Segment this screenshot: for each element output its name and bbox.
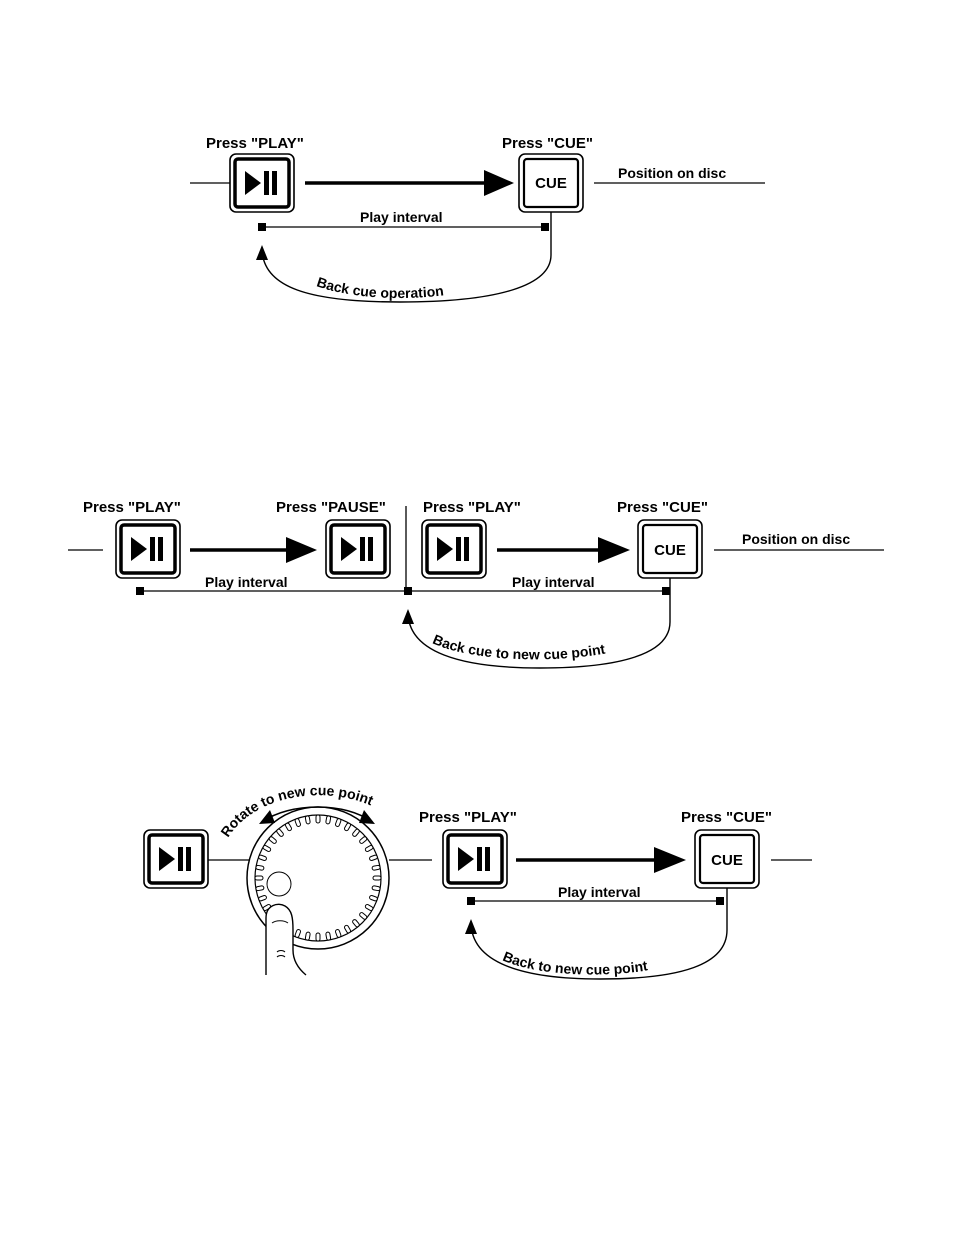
label-press-cue: Press "CUE" <box>617 499 708 516</box>
diagram-3: Rotate to new cue point Press "PLAY" Pre… <box>144 782 812 979</box>
label-press-play: Press "PLAY" <box>206 135 304 152</box>
cue-button-label: CUE <box>711 852 743 869</box>
label-press-play-1: Press "PLAY" <box>83 499 181 516</box>
label-back-cue: Back to new cue point <box>501 948 649 978</box>
play-pause-icon-1[interactable] <box>144 830 208 888</box>
label-play-interval-2: Play interval <box>512 574 595 590</box>
label-back-cue: Back cue to new cue point <box>431 631 607 662</box>
interval-start-marker <box>467 897 475 905</box>
label-press-pause: Press "PAUSE" <box>276 499 386 516</box>
diagram-1: Press "PLAY" Press "CUE" CUE Position on… <box>190 135 765 302</box>
play-arrow-head <box>484 170 514 196</box>
interval-start-marker <box>136 587 144 595</box>
play-pause-icon-1[interactable] <box>116 520 180 578</box>
play-pause-icon[interactable] <box>230 154 294 212</box>
label-play-interval-1: Play interval <box>205 574 288 590</box>
label-position-on-disc: Position on disc <box>618 165 726 181</box>
cue-button-label: CUE <box>654 542 686 559</box>
label-press-cue: Press "CUE" <box>681 809 772 826</box>
play-arrow-head-2 <box>598 537 630 563</box>
label-press-play-2: Press "PLAY" <box>423 499 521 516</box>
new-cue-point-marker <box>404 587 412 595</box>
rotate-arrow-head-left <box>259 810 275 824</box>
interval-end-marker <box>662 587 670 595</box>
jog-wheel-dimple <box>267 872 291 896</box>
interval-end-marker <box>716 897 724 905</box>
play-pause-icon-2[interactable] <box>326 520 390 578</box>
play-pause-icon-2[interactable] <box>443 830 507 888</box>
diagram-2: Press "PLAY" Press "PAUSE" Press "PLAY" … <box>68 499 884 668</box>
rotate-arrow-head-right <box>359 810 375 824</box>
label-play-interval: Play interval <box>558 884 641 900</box>
label-play-interval: Play interval <box>360 209 443 225</box>
label-press-cue: Press "CUE" <box>502 135 593 152</box>
play-pause-icon-3[interactable] <box>422 520 486 578</box>
label-position-on-disc: Position on disc <box>742 531 850 547</box>
play-arrow-head-1 <box>286 537 317 563</box>
back-cue-arrow-head <box>402 609 414 624</box>
interval-end-marker <box>541 223 549 231</box>
play-arrow-head <box>654 847 686 873</box>
cue-button-label: CUE <box>535 175 567 192</box>
label-back-cue: Back cue operation <box>315 274 444 301</box>
interval-start-marker <box>258 223 266 231</box>
label-press-play: Press "PLAY" <box>419 809 517 826</box>
back-cue-arrow-head <box>465 919 477 934</box>
back-cue-arrow-head <box>256 245 268 260</box>
